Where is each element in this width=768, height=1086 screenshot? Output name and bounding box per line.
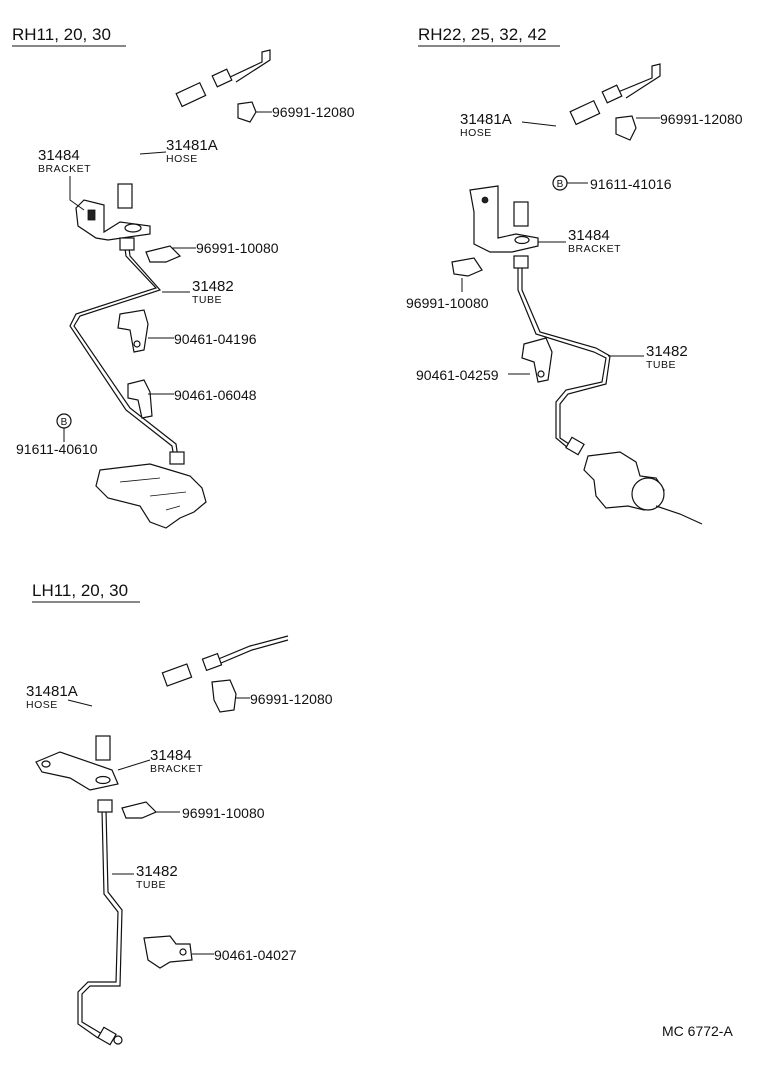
tube-name: TUBE — [646, 359, 676, 371]
part-number-90461-04027: 90461-04027 — [214, 947, 297, 963]
clip-10080-icon — [121, 801, 158, 819]
brake-line-end — [213, 639, 289, 667]
section-heading-lh11: LH11, 20, 30 — [32, 581, 128, 600]
brake-line-end — [227, 49, 271, 83]
part-number-91611-41016: 91611-41016 — [590, 176, 672, 192]
bracket-name: BRACKET — [568, 243, 621, 255]
valve-cap — [631, 477, 665, 511]
tube-nut-bottom — [565, 436, 585, 456]
part-number-96991-10080: 96991-10080 — [196, 240, 279, 256]
hose-number: 31481A — [26, 683, 78, 700]
leader — [69, 176, 85, 211]
clamp-04196-icon — [117, 309, 149, 353]
bracket-hole — [514, 235, 530, 245]
leader — [139, 151, 167, 155]
clamp-04027-icon — [143, 935, 193, 969]
hose-fitting-bottom — [95, 735, 111, 761]
tube-nut-bottom — [169, 451, 185, 465]
bracket-hole — [481, 196, 489, 204]
bracket-number: 31484 — [38, 147, 80, 164]
part-number-96991-10080: 96991-10080 — [182, 805, 265, 821]
drawing-code: MC 6772-A — [662, 1023, 733, 1039]
valve-detail — [119, 477, 187, 511]
flare-nut — [201, 652, 223, 672]
part-number-96991-12080: 96991-12080 — [250, 691, 333, 707]
tube-nut-bottom — [97, 1026, 117, 1046]
bracket-tab — [87, 209, 96, 221]
tube-31482 — [73, 239, 179, 459]
section-rh11: RH11, 20, 30 B — [12, 25, 355, 529]
part-number-90461-04196: 90461-04196 — [174, 331, 257, 347]
bracket-31484 — [75, 199, 151, 241]
clamp-hole — [133, 340, 141, 348]
tube-end — [113, 1035, 123, 1045]
bracket-name: BRACKET — [38, 163, 91, 175]
leader — [521, 121, 557, 127]
bracket-hole — [41, 760, 51, 768]
tube-31482 — [521, 268, 611, 447]
tube-31482-inner — [69, 239, 175, 459]
hose-name: HOSE — [166, 153, 198, 165]
hose-fitting-bottom — [513, 201, 529, 227]
clip-12080-icon — [237, 101, 257, 123]
tube-number: 31482 — [646, 343, 688, 360]
section-lh11: LH11, 20, 30 96991-12080 — [26, 581, 333, 1046]
tube-nut-top — [97, 799, 113, 813]
hose-fitting-top — [569, 99, 601, 126]
part-number-96991-12080: 96991-12080 — [272, 104, 355, 120]
bracket-number: 31484 — [150, 747, 192, 764]
tube-31482-inner — [77, 809, 119, 1039]
hose-fitting-top — [175, 81, 207, 108]
tube-nut-top — [513, 255, 529, 269]
leader — [67, 699, 93, 707]
clamp-06048-icon — [127, 379, 153, 419]
tube-31482 — [81, 809, 123, 1035]
hose-name: HOSE — [460, 127, 492, 139]
tube-name: TUBE — [136, 879, 166, 891]
hose-number: 31481A — [460, 111, 512, 128]
section-heading-rh11: RH11, 20, 30 — [12, 25, 111, 44]
bolt-marker-letter: B — [61, 417, 68, 428]
leader — [117, 759, 151, 771]
tube-number: 31482 — [192, 278, 234, 295]
bolt-marker-letter: B — [557, 179, 564, 190]
part-number-91611-40610: 91611-40610 — [16, 441, 98, 457]
hose-fitting-top — [161, 663, 193, 687]
clip-10080-icon — [451, 257, 483, 277]
part-number-90461-04259: 90461-04259 — [416, 367, 499, 383]
bracket-hole — [124, 223, 142, 233]
part-number-96991-12080: 96991-12080 — [660, 111, 743, 127]
bracket-name: BRACKET — [150, 763, 203, 775]
flare-nut — [211, 68, 233, 88]
clamp-04259-icon — [521, 337, 553, 383]
bracket-hole — [95, 775, 111, 785]
tube-number: 31482 — [136, 863, 178, 880]
part-number-90461-06048: 90461-06048 — [174, 387, 257, 403]
clamp-hole — [537, 370, 545, 378]
bracket-number: 31484 — [568, 227, 610, 244]
part-number-96991-10080: 96991-10080 — [406, 295, 489, 311]
clip-12080-icon — [615, 115, 637, 141]
flare-nut — [601, 84, 623, 104]
tube-nut-top — [119, 237, 135, 251]
brake-line-end — [617, 63, 661, 99]
tube-31482-inner — [517, 268, 607, 449]
brake-line-end-inner — [215, 635, 289, 661]
hose-name: HOSE — [26, 699, 58, 711]
tube-name: TUBE — [192, 294, 222, 306]
clip-12080-icon — [211, 679, 237, 713]
hose-number: 31481A — [166, 137, 218, 154]
section-rh22: RH22, 25, 32, 42 B — [406, 25, 743, 525]
clip-10080-icon — [145, 245, 182, 263]
section-heading-rh22: RH22, 25, 32, 42 — [418, 25, 547, 44]
valve-outlet-line — [655, 505, 703, 525]
hose-fitting-bottom — [117, 183, 133, 209]
clamp-hole — [179, 948, 187, 956]
